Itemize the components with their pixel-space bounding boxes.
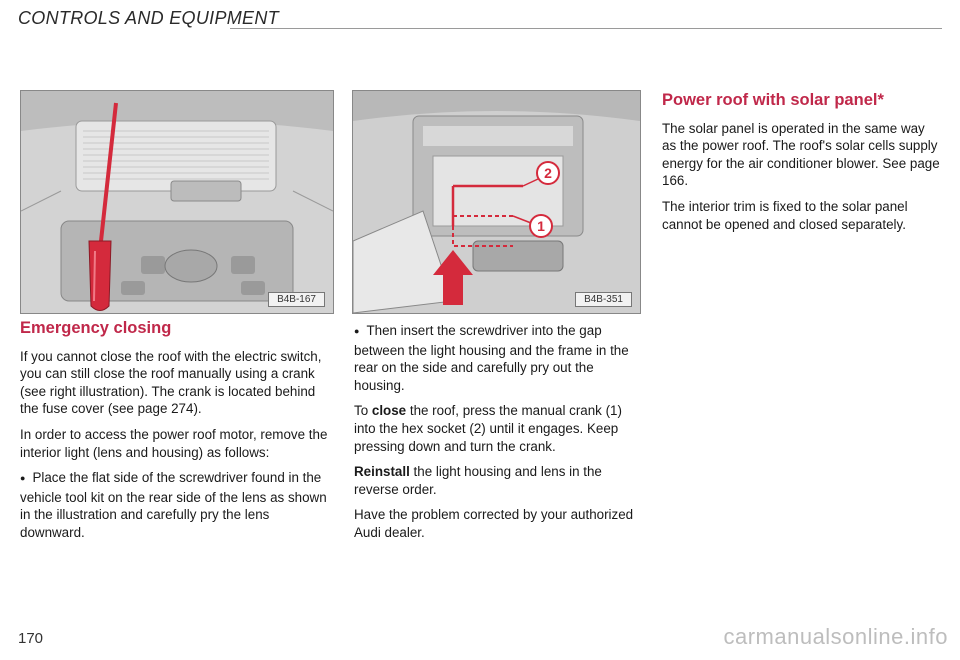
emergency-section: Emergency closing If you cannot close th… <box>20 319 334 550</box>
page-header-title: CONTROLS AND EQUIPMENT <box>18 8 279 28</box>
solar-paragraph-1: The solar panel is operated in the same … <box>662 120 940 189</box>
watermark: carmanualsonline.info <box>723 624 948 649</box>
close-bold: close <box>371 403 407 419</box>
close-pre: To <box>354 403 372 419</box>
solar-heading: Power roof with solar panel* <box>662 91 884 109</box>
solar-paragraph-2: The interior trim is fixed to the solar … <box>662 198 908 232</box>
figure-code-label: B4B-167 <box>268 292 325 307</box>
emergency-heading: Emergency closing <box>20 319 172 337</box>
illustration-screwdriver <box>21 91 333 313</box>
header-rule <box>230 28 942 29</box>
close-paragraph: To close the roof, press the manual cran… <box>354 402 640 455</box>
reinstall-paragraph: Reinstall the light housing and lens in … <box>354 463 640 498</box>
figure-emergency-lens: B4B-167 <box>20 90 334 314</box>
figure-crank-socket: 2 1 B4B-351 <box>352 90 641 314</box>
reinstall-bold: Reinstall <box>354 464 410 480</box>
dealer-paragraph: Have the problem corrected by your autho… <box>354 507 634 540</box>
middle-section: Then insert the screwdriver into the gap… <box>354 322 640 550</box>
solar-section: Power roof with solar panel* The solar p… <box>662 91 942 241</box>
bullet-pry-housing: Then insert the screwdriver into the gap… <box>354 322 640 394</box>
emergency-paragraph-2: In order to access the power roof motor,… <box>20 426 328 460</box>
figure-code-label: B4B-351 <box>575 292 632 307</box>
callout-2-label: 2 <box>544 165 552 181</box>
bullet-pry-lens: Place the flat side of the screwdriver f… <box>20 469 334 541</box>
emergency-paragraph-1: If you cannot close the roof with the el… <box>20 348 322 417</box>
page-number: 170 <box>18 630 44 647</box>
callout-1-label: 1 <box>537 218 545 234</box>
illustration-crank: 2 1 <box>353 91 640 313</box>
reinstall-post: the light housing and lens in the revers… <box>354 464 602 497</box>
close-post: the roof, press the manual crank (1) int… <box>354 403 622 454</box>
